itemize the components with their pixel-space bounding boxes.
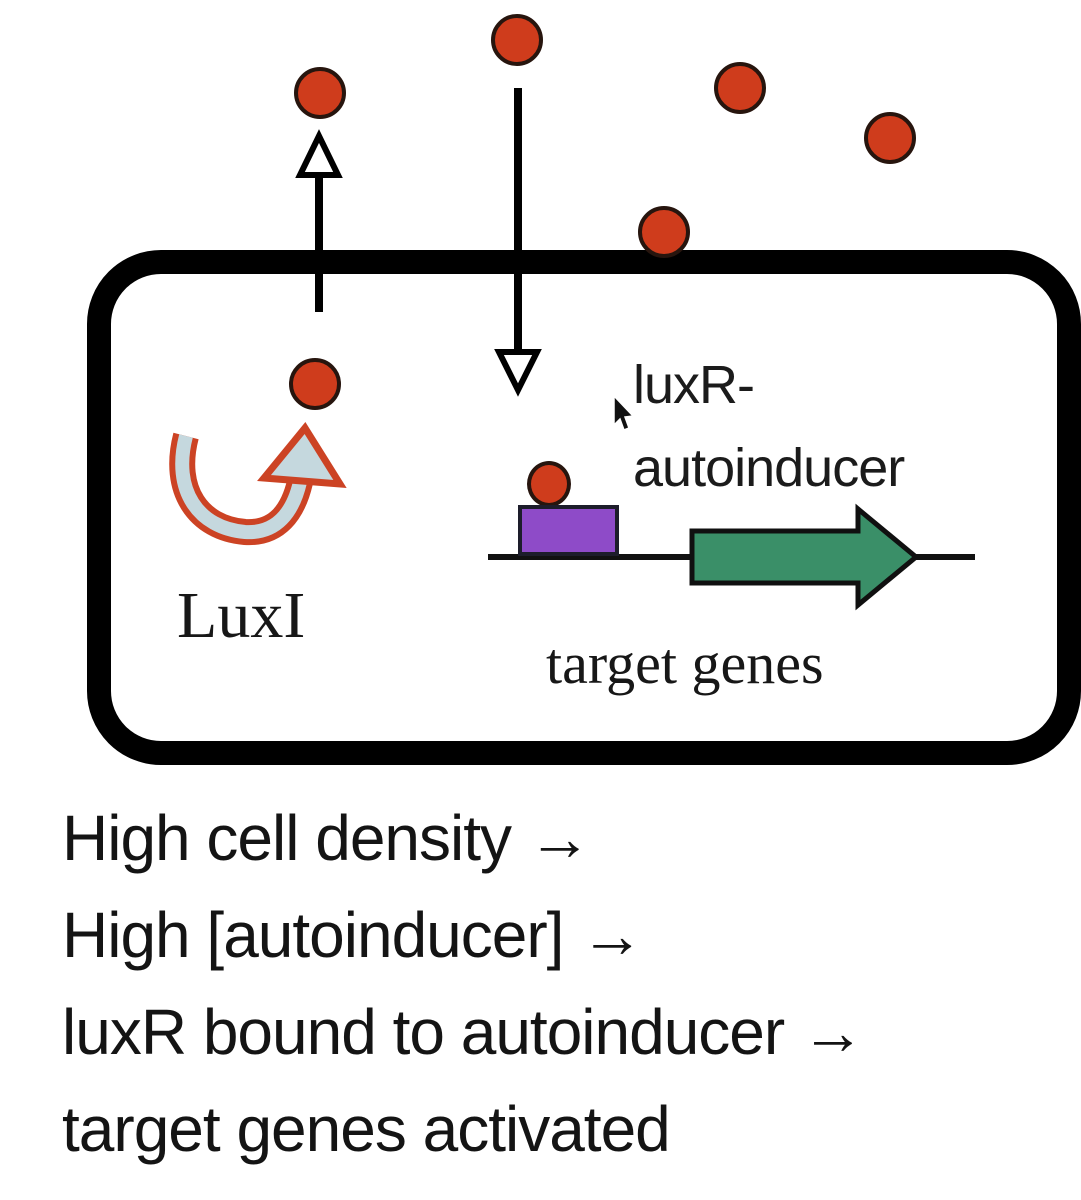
luxr-autoinducer-label-line2: autoinducer (633, 438, 905, 498)
caption-line-high-autoinducer: High [autoinducer] → (62, 899, 644, 971)
promoter-box (518, 505, 619, 556)
target-genes-label: target genes (546, 631, 824, 696)
autoinducer-molecule (714, 62, 766, 114)
caption-line-luxr-bound: luxR bound to autoinducer → (62, 996, 865, 1068)
autoinducer-molecule (294, 67, 346, 119)
luxi-label: LuxI (177, 579, 306, 652)
autoinducer-molecule (638, 206, 690, 258)
caption-line-target-genes-activated: target genes activated (62, 1093, 671, 1165)
autoinducer-molecule (491, 14, 543, 66)
autoinducer-molecule-bound (527, 461, 571, 507)
autoinducer-molecule (864, 112, 916, 164)
cell-membrane (87, 250, 1081, 765)
caption-line-high-cell-density: High cell density → (62, 802, 592, 874)
luxr-autoinducer-label-line1: luxR- (633, 355, 755, 415)
autoinducer-molecule (289, 358, 341, 410)
